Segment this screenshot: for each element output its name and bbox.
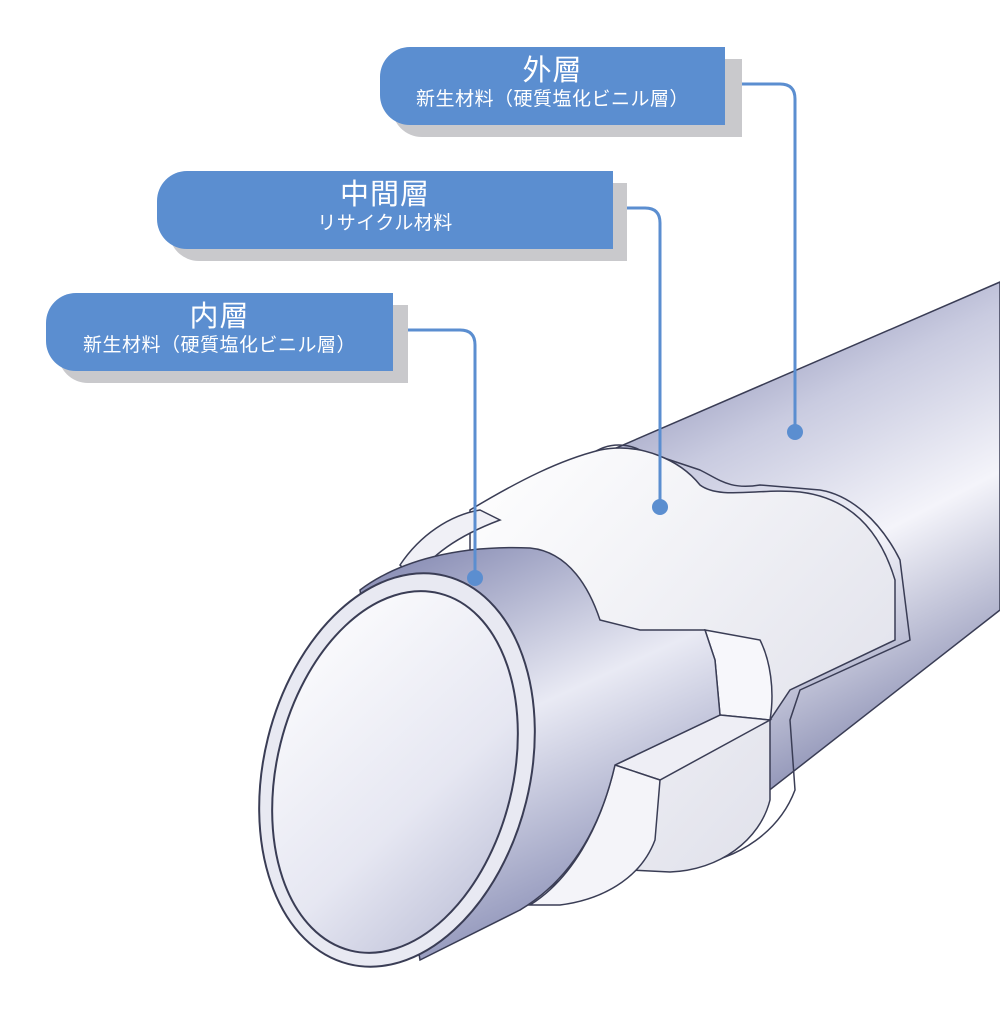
- middle-layer-label: 中間層 リサイクル材料: [157, 171, 613, 249]
- inner-layer-label: 内層 新生材料（硬質塩化ビニル層）: [46, 293, 393, 371]
- inner-layer-subtitle: 新生材料（硬質塩化ビニル層）: [82, 334, 356, 356]
- inner-leader-line: [405, 328, 477, 578]
- outer-leader-line: [740, 82, 797, 432]
- inner-layer-title: 内層: [189, 299, 250, 333]
- outer-layer-subtitle: 新生材料（硬質塩化ビニル層）: [415, 88, 689, 110]
- pipe-bore: [271, 590, 519, 954]
- middle-leader-dot: [652, 499, 668, 515]
- outer-layer-callout: 外層 新生材料（硬質塩化ビニル層）: [380, 47, 742, 139]
- inner-leader-dot: [467, 570, 483, 586]
- middle-layer-callout: 中間層 リサイクル材料: [157, 171, 627, 263]
- middle-layer-title: 中間層: [339, 177, 430, 211]
- middle-leader-line: [625, 206, 662, 507]
- outer-layer-label: 外層 新生材料（硬質塩化ビニル層）: [380, 47, 725, 125]
- middle-layer-subtitle: リサイクル材料: [317, 212, 453, 234]
- inner-layer-callout: 内層 新生材料（硬質塩化ビニル層）: [46, 293, 408, 385]
- outer-leader-dot: [787, 424, 803, 440]
- outer-layer-title: 外層: [522, 53, 583, 87]
